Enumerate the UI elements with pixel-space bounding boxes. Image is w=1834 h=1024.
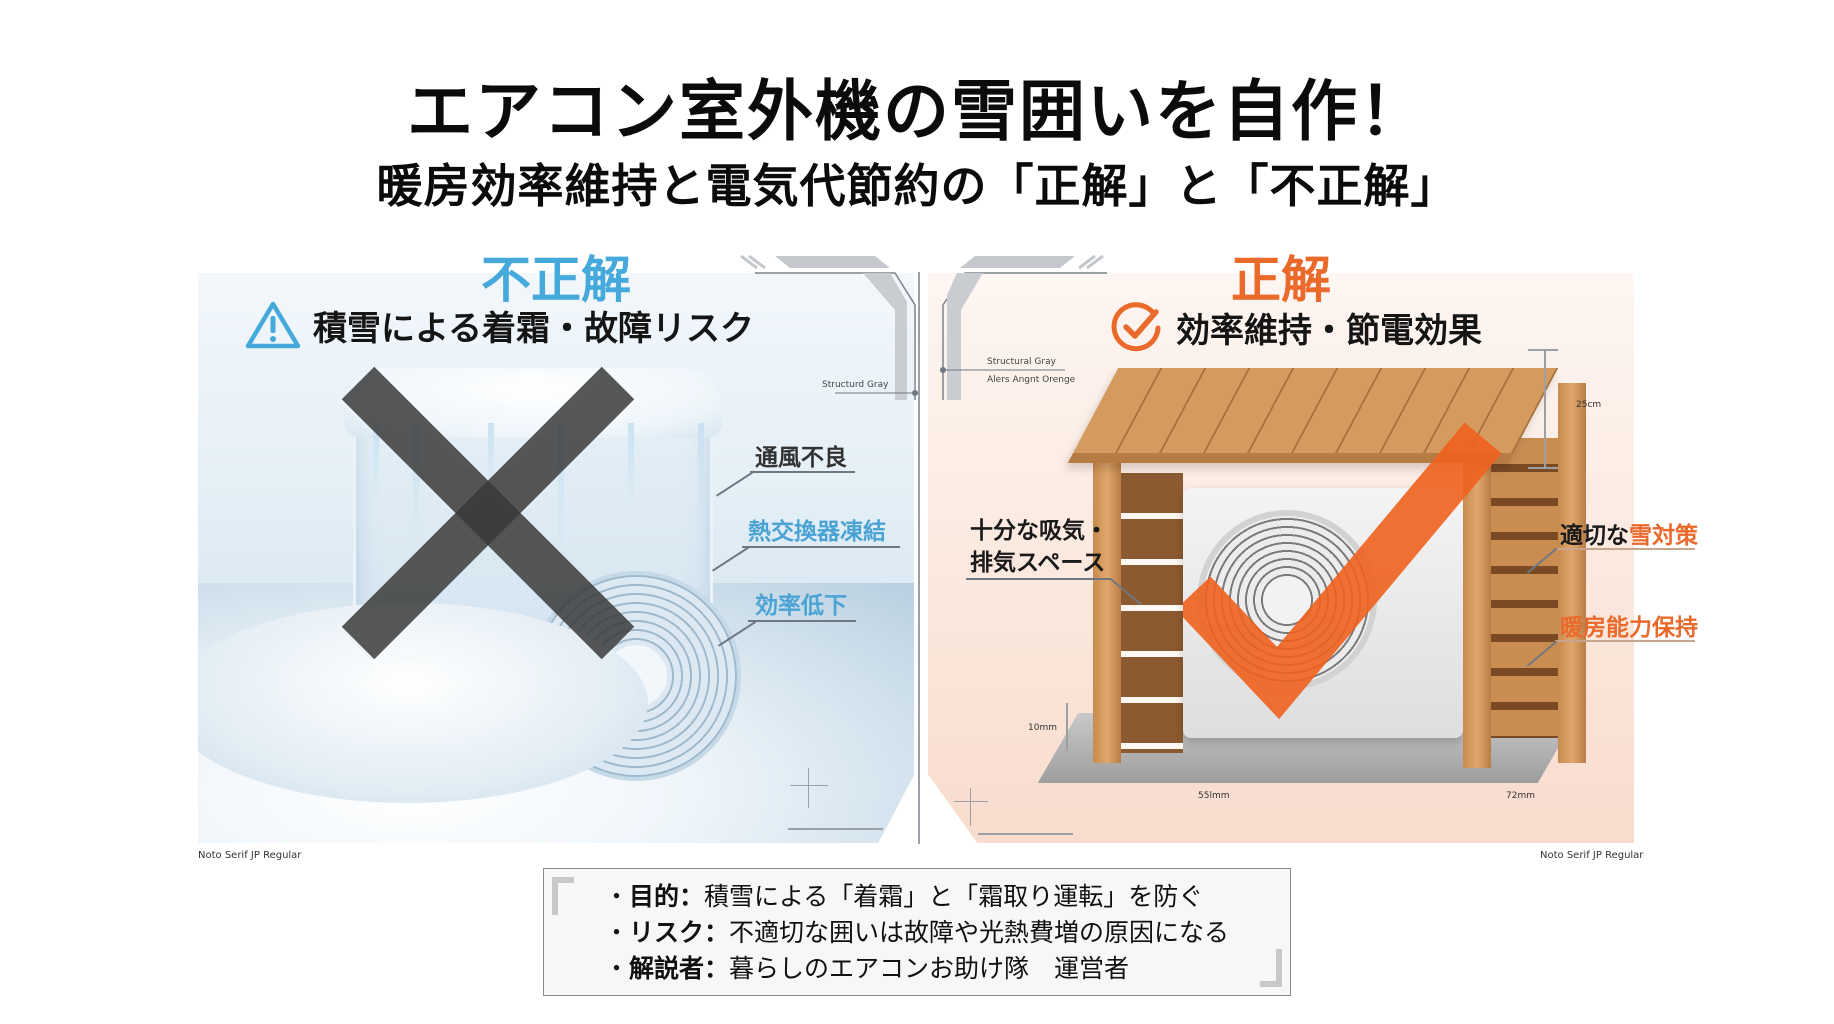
- callout-line: [966, 578, 1111, 580]
- info-item-risk: ・リスク：不適切な囲いは故障や光熱費増の原因になる: [604, 918, 1230, 947]
- check-circle-icon: [1111, 302, 1161, 352]
- callout-snow-countermeasure: 適切な雪対策: [1560, 516, 1698, 550]
- callout-ventilation-space: 十分な吸気・ 排気スペース: [970, 515, 1108, 579]
- icicle: [628, 423, 634, 513]
- crosshair-mark: [954, 801, 988, 802]
- wood-post: [1558, 383, 1586, 763]
- info-list: ・目的：積雪による「着霜」と「霜取り運転」を防ぐ ・リスク：不適切な囲いは故障や…: [604, 879, 1229, 987]
- icicle: [373, 423, 379, 503]
- warning-triangle-icon: [245, 301, 301, 349]
- dimension-line: [1544, 349, 1546, 467]
- callout-ventilation-line1: 十分な吸気・: [970, 518, 1108, 544]
- main-title: エアコン室外機の雪囲いを自作！: [407, 73, 1427, 150]
- check-mark-icon: [1183, 422, 1502, 720]
- structural-frame-decoration: [740, 254, 1107, 400]
- dimension-depth: 72mm: [1506, 791, 1535, 801]
- wood-post: [1093, 463, 1121, 763]
- crosshair-mark: [970, 788, 971, 826]
- correct-panel: 25cm 10mm 55lmm 72mm: [928, 273, 1634, 843]
- callout-ventilation-line2: 排気スペース: [970, 550, 1106, 576]
- center-divider: [918, 272, 920, 844]
- cross-mark-icon: [341, 366, 635, 660]
- callout-poor-ventilation: 通風不良: [755, 445, 847, 471]
- dimension-line: [1066, 703, 1068, 751]
- callout-heating-capacity: 暖房能力保持: [1560, 615, 1698, 641]
- wood-slats-left: [1121, 473, 1183, 753]
- subtitle: 暖房効率維持と電気代節約の「正解」と「不正解」: [376, 159, 1458, 213]
- alert-orange-label: Alers Angnt Orenge: [987, 375, 1076, 385]
- incorrect-heading: 不正解: [481, 251, 631, 309]
- info-item-purpose: ・目的：積雪による「着霜」と「霜取り運転」を防ぐ: [604, 882, 1204, 911]
- incorrect-subheading-text: 積雪による着霜・故障リスク: [313, 308, 754, 349]
- crosshair-mark: [790, 785, 828, 786]
- structural-gray-label-right: Structural Gray: [987, 357, 1056, 367]
- callout-snow-prefix: 適切な: [1560, 523, 1629, 549]
- callout-snow-highlight: 雪対策: [1629, 523, 1698, 549]
- callout-line: [1555, 548, 1695, 550]
- dimension-width: 55lmm: [1198, 791, 1230, 801]
- icicle: [558, 423, 564, 563]
- info-box: ・目的：積雪による「着霜」と「霜取り運転」を防ぐ ・リスク：不適切な囲いは故障や…: [543, 868, 1291, 996]
- callout-line: [750, 471, 855, 473]
- icicle: [488, 423, 494, 493]
- correct-subheading: 効率維持・節電効果: [1110, 300, 1482, 354]
- crosshair-mark: [808, 768, 809, 808]
- callout-line: [1555, 640, 1695, 642]
- info-item-author: ・解説者：暮らしのエアコンお助け隊 運営者: [604, 954, 1130, 983]
- font-credit-left: Noto Serif JP Regular: [198, 850, 302, 861]
- dimension-base-height: 10mm: [1028, 723, 1057, 733]
- correct-heading: 正解: [1231, 251, 1331, 309]
- corner-bracket: [1260, 949, 1282, 987]
- font-credit-right: Noto Serif JP Regular: [1540, 850, 1644, 861]
- callout-efficiency-drop: 効率低下: [755, 593, 847, 619]
- callout-line: [748, 620, 856, 622]
- frame-line: [788, 828, 883, 830]
- dimension-line: [1528, 467, 1558, 469]
- corner-bracket: [552, 877, 574, 915]
- incorrect-panel: [198, 273, 914, 843]
- snow-drift: [198, 603, 648, 803]
- frame-line: [978, 833, 1073, 835]
- icicle: [698, 423, 704, 533]
- icicle: [413, 423, 419, 543]
- callout-heat-exchanger-frozen: 熱交換器凍結: [748, 519, 886, 545]
- dimension-height: 25cm: [1576, 400, 1602, 410]
- structural-gray-label-left: Structurd Gray: [822, 380, 889, 390]
- callout-line: [742, 546, 900, 548]
- incorrect-subheading: 積雪による着霜・故障リスク: [245, 300, 754, 350]
- correct-subheading-text: 効率維持・節電効果: [1176, 310, 1482, 351]
- dimension-line: [1528, 349, 1558, 351]
